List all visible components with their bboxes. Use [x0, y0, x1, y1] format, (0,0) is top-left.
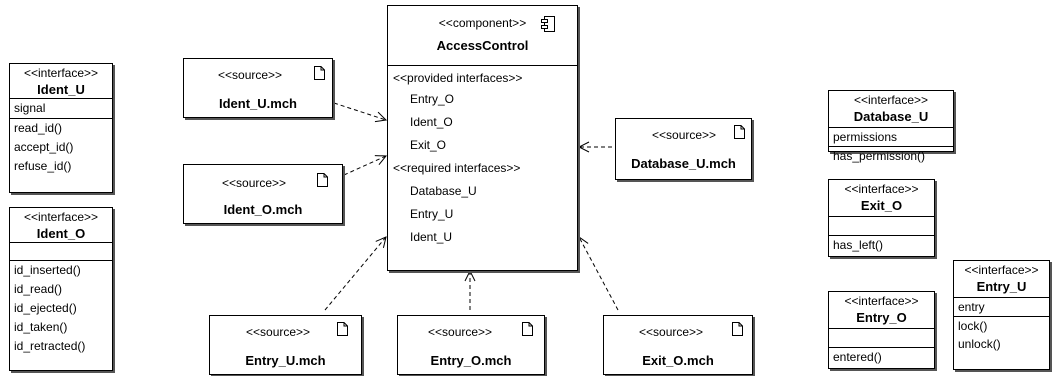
- source-name: Entry_U.mch: [245, 353, 326, 368]
- document-icon: [522, 322, 533, 336]
- interface-name: Entry_U: [976, 279, 1027, 294]
- operation: accept_id(): [14, 140, 74, 154]
- source-stereotype: <<source>>: [652, 128, 717, 142]
- provided-interface: Ident_O: [410, 115, 453, 129]
- component-icon: [541, 16, 555, 32]
- interface-database-u[interactable]: <<interface>> Database_U permissions has…: [828, 90, 954, 163]
- operation: unlock(): [958, 337, 1001, 351]
- attributes-compartment: [829, 328, 934, 347]
- source-stereotype: <<source>>: [222, 176, 287, 190]
- source-entry-u[interactable]: <<source>> Entry_U.mch: [209, 315, 362, 375]
- source-name: Entry_O.mch: [430, 353, 512, 368]
- provided-interface: Exit_O: [410, 138, 447, 152]
- component-access-control[interactable]: <<component>> AccessControl <<provided i…: [387, 5, 578, 271]
- interface-stereotype: <<interface>>: [844, 294, 919, 308]
- source-stereotype: <<source>>: [639, 325, 704, 339]
- attributes-compartment: permissions: [829, 127, 953, 146]
- source-stereotype: <<source>>: [246, 325, 311, 339]
- arrow-ident-u: [333, 102, 386, 120]
- source-exit-o[interactable]: <<source>> Exit_O.mch: [603, 315, 753, 375]
- interface-name: Exit_O: [860, 198, 903, 213]
- operations-compartment: has_permission(): [829, 146, 953, 165]
- source-name: Ident_U.mch: [218, 96, 297, 111]
- arrow-exit-o: [579, 237, 619, 311]
- operation: refuse_id(): [14, 159, 72, 173]
- attributes-compartment: [10, 242, 112, 260]
- arrow-ident-o: [343, 156, 386, 176]
- operations-compartment: lock() unlock(): [954, 316, 1049, 353]
- operation: id_read(): [14, 282, 63, 296]
- component-name: AccessControl: [436, 38, 529, 53]
- source-name: Database_U.mch: [631, 156, 736, 171]
- interface-entry-o[interactable]: <<interface>> Entry_O entered(): [828, 291, 935, 369]
- operation: id_inserted(): [14, 263, 81, 277]
- interface-stereotype: <<interface>>: [844, 182, 919, 196]
- operation: id_taken(): [14, 320, 68, 334]
- source-ident-o[interactable]: <<source>> Ident_O.mch: [183, 164, 343, 224]
- attribute: permissions: [833, 130, 898, 144]
- operations-compartment: id_inserted() id_read() id_ejected() id_…: [10, 260, 112, 356]
- attributes-compartment: signal: [10, 98, 112, 118]
- operation: read_id(): [14, 121, 63, 135]
- provided-interface: Entry_O: [410, 92, 455, 106]
- interface-stereotype: <<interface>>: [23, 66, 99, 80]
- source-name: Ident_O.mch: [223, 202, 303, 217]
- document-icon: [734, 125, 745, 139]
- interface-exit-o[interactable]: <<interface>> Exit_O has_left(): [828, 179, 935, 257]
- document-icon: [732, 322, 743, 336]
- document-icon: [314, 66, 325, 80]
- operations-compartment: read_id() accept_id() refuse_id(): [10, 118, 112, 176]
- interface-entry-u[interactable]: <<interface>> Entry_U entry lock() unloc…: [953, 260, 1050, 370]
- interface-name: Entry_O: [856, 310, 907, 325]
- operation: id_ejected(): [14, 301, 77, 315]
- required-interfaces-header: <<required interfaces>>: [393, 161, 521, 175]
- attribute: signal: [14, 101, 46, 115]
- source-database-u[interactable]: <<source>> Database_U.mch: [615, 118, 752, 180]
- operation: entered(): [833, 350, 882, 364]
- operation: id_retracted(): [14, 339, 86, 353]
- attribute: entry: [958, 300, 985, 314]
- source-entry-o[interactable]: <<source>> Entry_O.mch: [397, 315, 545, 375]
- interface-name: Ident_U: [37, 82, 85, 97]
- required-interface: Entry_U: [410, 207, 454, 221]
- interfaces-compartment: <<provided interfaces>> Entry_O Ident_O …: [388, 65, 577, 249]
- interface-stereotype: <<interface>>: [964, 263, 1039, 277]
- document-icon: [337, 322, 348, 336]
- component-stereotype: <<component>>: [438, 16, 527, 30]
- required-interface: Ident_U: [410, 230, 453, 244]
- source-stereotype: <<source>>: [428, 325, 493, 339]
- attributes-compartment: entry: [954, 297, 1049, 316]
- interface-name: Database_U: [853, 109, 929, 124]
- operations-compartment: has_left(): [829, 235, 934, 254]
- operation: has_permission(): [833, 149, 926, 163]
- required-interface: Database_U: [410, 184, 477, 198]
- provided-interfaces-header: <<provided interfaces>>: [393, 71, 523, 85]
- interface-ident-o[interactable]: <<interface>> Ident_O id_inserted() id_r…: [9, 207, 113, 371]
- source-name: Exit_O.mch: [642, 353, 714, 368]
- attributes-compartment: [829, 216, 934, 235]
- source-ident-u[interactable]: <<source>> Ident_U.mch: [183, 58, 333, 118]
- interface-name: Ident_O: [36, 226, 86, 241]
- operation: has_left(): [833, 238, 884, 252]
- document-icon: [317, 173, 328, 187]
- operation: lock(): [958, 319, 988, 333]
- interface-ident-u[interactable]: <<interface>> Ident_U signal read_id() a…: [9, 63, 113, 193]
- interface-stereotype: <<interface>>: [853, 93, 929, 107]
- source-stereotype: <<source>>: [218, 68, 283, 82]
- operations-compartment: entered(): [829, 347, 934, 366]
- arrow-entry-u: [324, 237, 386, 311]
- interface-stereotype: <<interface>>: [23, 210, 99, 224]
